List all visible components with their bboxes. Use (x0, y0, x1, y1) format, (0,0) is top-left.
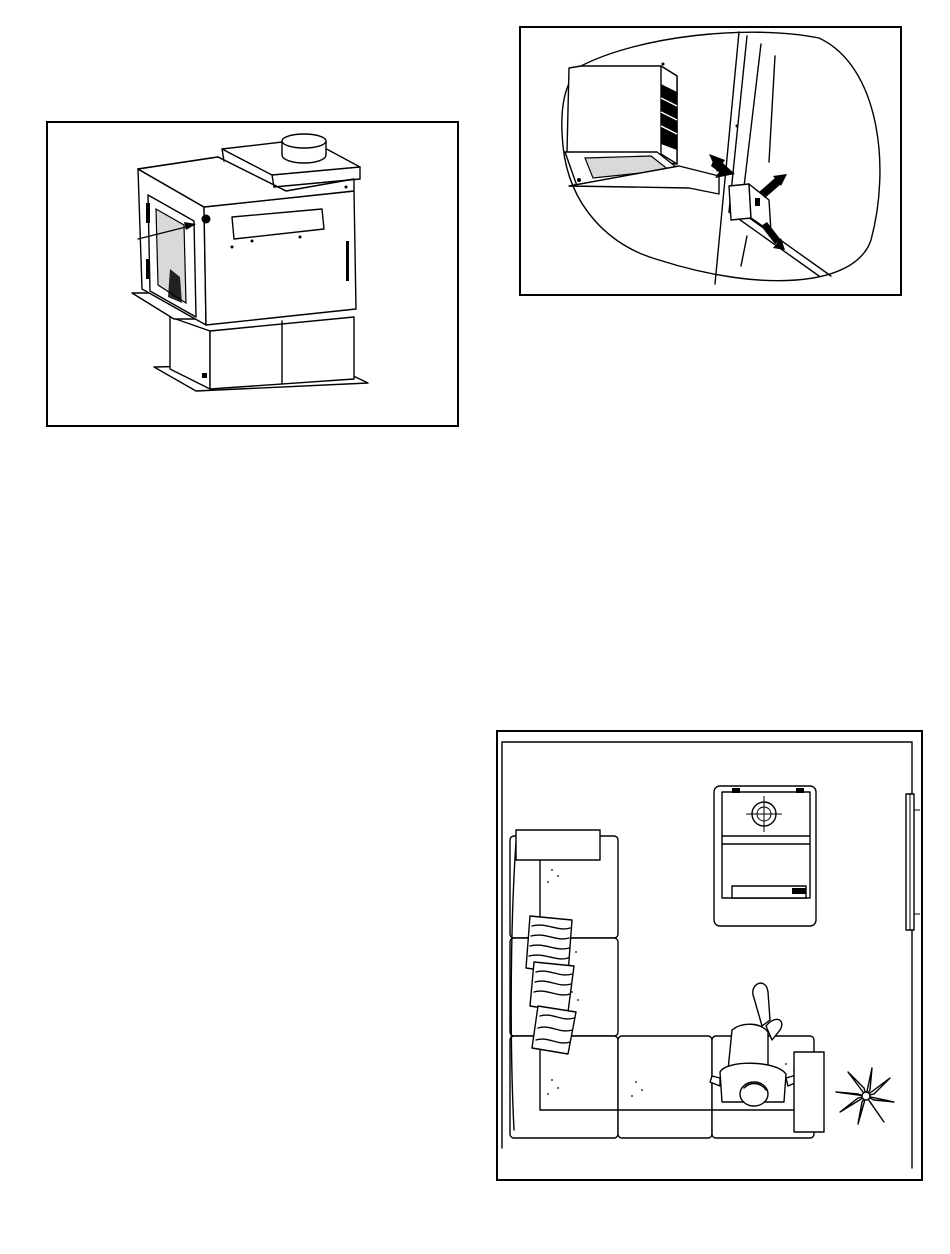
damper-figure (519, 26, 902, 296)
striped-blanket (526, 916, 576, 1054)
potted-plant (836, 1068, 894, 1124)
stove-figure (46, 121, 459, 427)
sofa-pillow (516, 830, 600, 860)
room-floor-plan-icon (496, 730, 923, 1181)
stove-back-panel (715, 32, 831, 284)
stove-plan (714, 786, 816, 926)
damper-closeup-icon (519, 26, 902, 296)
stove-pedestal (154, 317, 368, 391)
window (906, 794, 920, 930)
vent-grille (661, 84, 677, 150)
end-table (794, 1052, 824, 1132)
room-plan-figure (496, 730, 923, 1181)
damper-pointer-line (741, 236, 747, 266)
stove-body (138, 134, 360, 325)
wood-stove-icon (46, 121, 459, 427)
